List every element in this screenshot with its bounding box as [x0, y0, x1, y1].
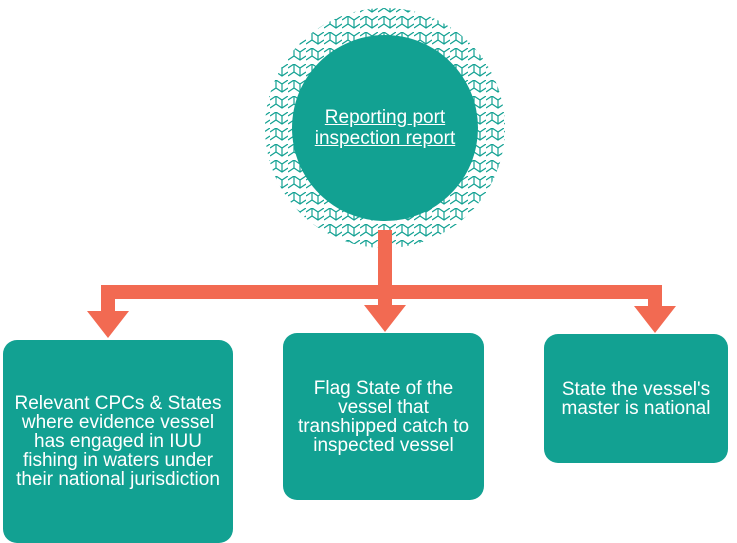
- arrowhead-right: [634, 306, 676, 333]
- recipient-label: Relevant CPCs & States where evidence ve…: [14, 393, 222, 490]
- drop-line-middle: [378, 285, 392, 307]
- arrowhead-left: [87, 311, 129, 338]
- recipient-label: State the vessel's master is national: [561, 378, 711, 419]
- drop-line-right: [648, 285, 662, 308]
- arrowhead-middle: [364, 305, 406, 332]
- drop-line-left: [101, 285, 115, 313]
- recipient-box-relevant-cpcs: Relevant CPCs & States where evidence ve…: [3, 340, 233, 543]
- recipient-box-master-national-state: State the vessel's master is national: [544, 334, 728, 463]
- connector-arrows: [87, 230, 676, 338]
- trunk-line: [378, 230, 392, 292]
- recipient-label: Flag State of the vessel that transhippe…: [297, 377, 470, 456]
- recipient-box-flag-state: Flag State of the vessel that transhippe…: [283, 333, 484, 500]
- root-node-label[interactable]: Reporting port inspection report: [314, 107, 456, 149]
- root-circle[interactable]: [292, 35, 478, 221]
